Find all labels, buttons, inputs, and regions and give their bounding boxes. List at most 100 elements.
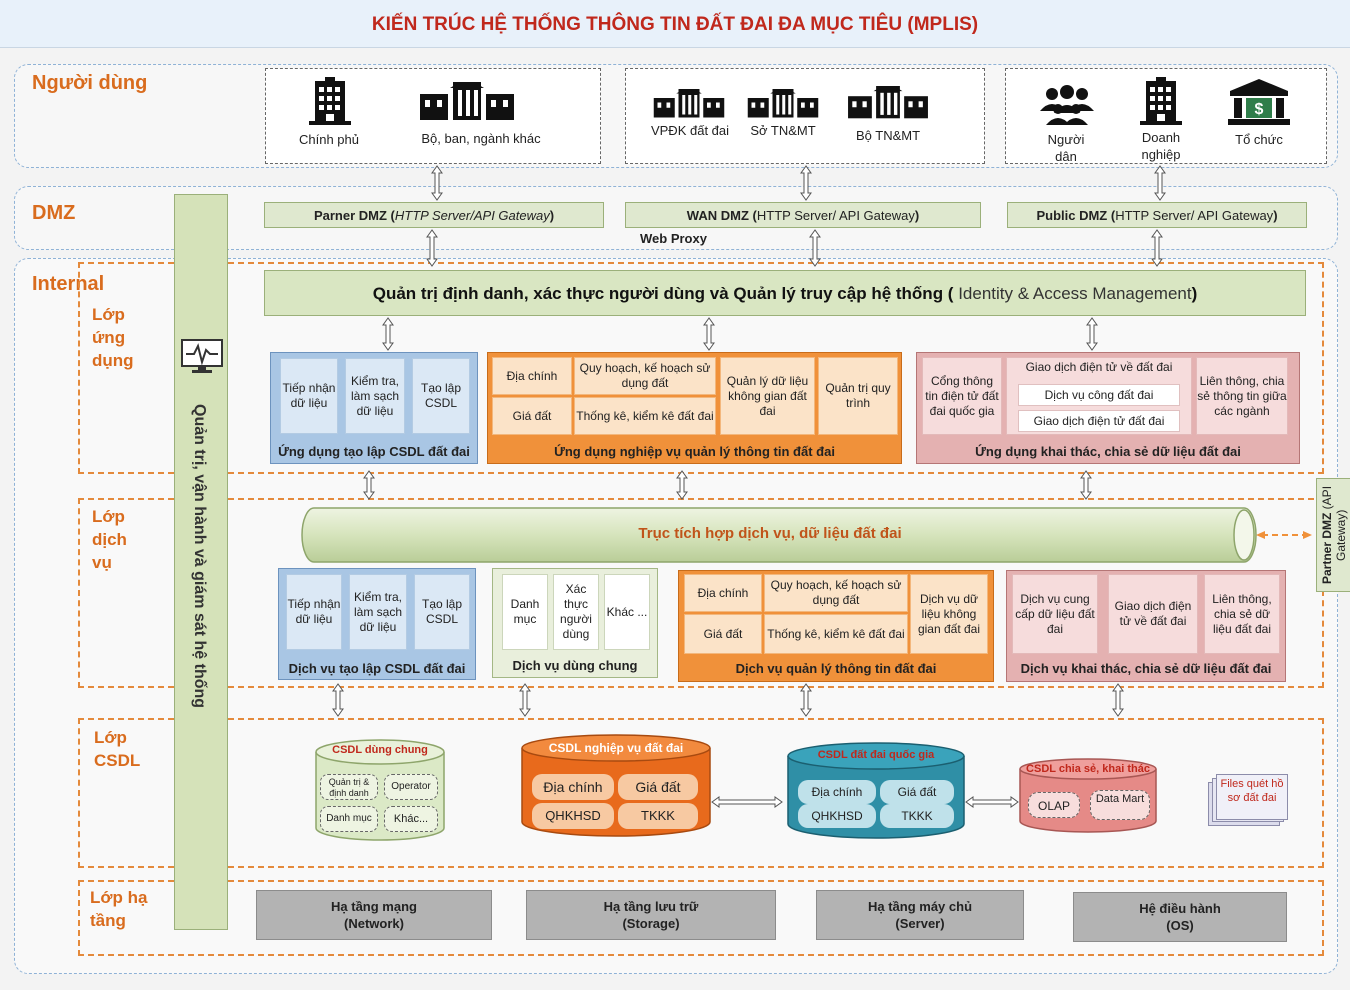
svc-manage-title: Dịch vụ quản lý thông tin đất đai xyxy=(735,661,937,676)
business-db-item: Địa chính xyxy=(532,774,614,800)
national-db-item: Địa chính xyxy=(798,780,876,804)
app-manage-cell: Thống kê, kiểm kê đất đai xyxy=(574,397,716,435)
user-label-org: Tổ chức xyxy=(1235,132,1283,147)
share-db-item: Data Mart xyxy=(1090,790,1150,820)
wan-dmz-box: WAN DMZ (HTTP Server/ API Gateway) xyxy=(625,202,981,228)
infra-storage-box: Hạ tầng lưu trữ(Storage) xyxy=(526,890,776,940)
svc-manage-cell: Thống kê, kiểm kê đất đai xyxy=(764,614,908,654)
infra-layer-label: Lớp hạ tầng xyxy=(90,888,148,930)
user-label-vpdk: VPĐK đất đai xyxy=(650,123,730,138)
government-building-icon xyxy=(653,89,725,118)
app-create-title: Ứng dụng tạo lập CSDL đất đai xyxy=(278,444,470,459)
app-manage-cell: Quản lý dữ liệu không gian đất đai xyxy=(720,357,815,435)
user-label-enterprise: Doanh nghiệp xyxy=(1141,130,1181,162)
office-building-icon xyxy=(309,77,351,125)
public-dmz-name: Public DMZ xyxy=(1036,208,1108,223)
operations-monitoring-label: Quản trị, vận hành và giám sát hệ thống xyxy=(191,404,208,709)
national-db-item: TKKK xyxy=(880,804,954,828)
service-layer xyxy=(78,498,1324,688)
infra-storage-name: Hạ tầng lưu trữ xyxy=(603,899,699,914)
app-create-cell: Tiếp nhận dữ liệu xyxy=(280,358,338,434)
app-manage-cell: Quy hoạch, kế hoạch sử dụng đất xyxy=(574,357,716,395)
partner-dmz-desc: HTTP Server/API Gateway xyxy=(394,208,550,223)
svc-create-cell: Kiểm tra, làm sạch dữ liệu xyxy=(349,574,407,650)
service-layer-label: Lớp dịch vụ xyxy=(92,507,127,572)
internal-zone-label: Internal xyxy=(32,273,105,295)
infra-server-box: Hạ tầng máy chủ(Server) xyxy=(816,890,1024,940)
app-share-cell: Giao dịch điện tử đất đai xyxy=(1018,410,1180,432)
iam-close: ) xyxy=(1191,284,1198,303)
db-layer xyxy=(78,718,1324,868)
svc-common-cell: Khác ... xyxy=(604,574,650,650)
partner-dmz-api-box xyxy=(1316,478,1350,592)
svc-manage-cell: Dịch vụ dữ liệu không gian đất đai xyxy=(910,574,988,654)
app-share-cell: Cổng thông tin điện tử đất đai quốc gia xyxy=(922,357,1002,435)
business-db-title: CSDL nghiệp vụ đất đai xyxy=(548,741,684,755)
svc-common-title: Dịch vụ dùng chung xyxy=(512,658,638,673)
svc-share-title: Dịch vụ khai thác, chia sẻ dữ liệu đất đ… xyxy=(1020,661,1272,676)
svc-share-cell: Giao dịch điện tử về đất đai xyxy=(1108,574,1198,654)
user-label-so: Sở TN&MT xyxy=(750,123,816,138)
infra-network-box: Hạ tầng mạng (Network) xyxy=(256,890,492,940)
scanned-files-label: Files quét hồ sơ đất đai xyxy=(1216,774,1288,820)
web-proxy-label: Web Proxy xyxy=(640,231,707,246)
iam-bar: Quản trị định danh, xác thực người dùng … xyxy=(264,270,1306,316)
infra-network-name: Hạ tầng mạng xyxy=(331,899,417,914)
user-label-gov: Chính phủ xyxy=(299,132,359,147)
national-db-item: Giá đất xyxy=(880,780,954,804)
wan-dmz-name: WAN DMZ xyxy=(686,208,749,223)
infra-os-name: Hệ điều hành xyxy=(1139,901,1221,916)
svc-create-cell: Tạo lập CSDL xyxy=(414,574,470,650)
partner-dmz-api-name: Partner DMZ xyxy=(1320,512,1334,585)
users-zone-label: Người dùng xyxy=(32,72,148,94)
monitor-icon xyxy=(181,339,223,373)
public-dmz-desc: HTTP Server/ API Gateway xyxy=(1115,208,1274,223)
svc-create-cell: Tiếp nhận dữ liệu xyxy=(286,574,342,650)
svc-common-cell: Xác thực người dùng xyxy=(553,574,599,650)
svc-manage-cell: Địa chính xyxy=(684,574,762,612)
app-share-title: Ứng dụng khai thác, chia sẻ dữ liệu đất … xyxy=(975,444,1241,459)
public-dmz-box: Public DMZ (HTTP Server/ API Gateway) xyxy=(1007,202,1307,228)
user-label-bo: Bộ TN&MT xyxy=(855,128,921,143)
integration-bus-label: Trục tích hợp dịch vụ, dữ liệu đất đai xyxy=(638,525,902,542)
user-label-citizen: Người dân xyxy=(1047,132,1085,164)
infra-server-en: (Server) xyxy=(895,916,945,931)
bank-icon: $ xyxy=(1228,79,1290,125)
infra-os-box: Hệ điều hành (OS) xyxy=(1073,892,1287,942)
share-db-title: CSDL chia sẻ, khai thác xyxy=(1026,763,1150,775)
infra-network-en: (Network) xyxy=(344,916,404,931)
svc-manage-cell: Quy hoạch, kế hoạch sử dụng đất xyxy=(764,574,908,612)
db-layer-label: Lớp CSDL xyxy=(94,728,141,770)
page-title: KIẾN TRÚC HỆ THỐNG THÔNG TIN ĐẤT ĐAI ĐA … xyxy=(0,0,1350,48)
people-group-icon xyxy=(1040,85,1094,125)
integration-bus xyxy=(301,507,1257,563)
svc-share-cell: Liên thông, chia sẻ dữ liệu đất đai xyxy=(1204,574,1280,654)
app-create-cell: Kiểm tra, làm sạch dữ liệu xyxy=(345,358,405,434)
iam-title: Quản trị định danh, xác thực người dùng … xyxy=(372,284,954,303)
svc-share-cell: Dịch vụ cung cấp dữ liệu đất đai xyxy=(1012,574,1098,654)
app-manage-cell: Địa chính xyxy=(492,357,572,395)
app-share-cell: Liên thông, chia sẻ thông tin giữa các n… xyxy=(1196,357,1288,435)
double-arrows xyxy=(332,165,1166,808)
partner-dmz-name: Parner DMZ xyxy=(313,208,387,223)
business-db-item: Giá đất xyxy=(618,774,698,800)
app-manage-cell: Giá đất xyxy=(492,397,572,435)
infra-layer xyxy=(78,880,1324,956)
svc-common-cell: Danh mục xyxy=(502,574,548,650)
national-db-item: QHKHSD xyxy=(798,804,876,828)
infra-os-en: (OS) xyxy=(1166,918,1194,933)
government-building-icon xyxy=(848,86,928,119)
common-db-item: Quản trị & định danh xyxy=(320,774,378,800)
iam-english: Identity & Access Management xyxy=(953,284,1192,303)
partner-dmz-api-label: Partner DMZ (API Gateway) xyxy=(1320,480,1350,590)
app-layer-label: Lớp ứng dụng xyxy=(92,305,134,370)
government-building-icon xyxy=(420,82,514,120)
common-db-item: Danh mục xyxy=(320,806,378,832)
business-db-item: QHKHSD xyxy=(532,803,614,829)
app-create-cell: Tạo lập CSDL xyxy=(412,358,470,434)
share-db-item: OLAP xyxy=(1028,792,1080,818)
wan-dmz-desc: HTTP Server/ API Gateway xyxy=(756,208,915,223)
operations-monitoring-bar xyxy=(174,194,228,930)
partner-dmz-box: Parner DMZ (HTTP Server/API Gateway) xyxy=(264,202,604,228)
common-db-item: Khác... xyxy=(384,806,438,832)
